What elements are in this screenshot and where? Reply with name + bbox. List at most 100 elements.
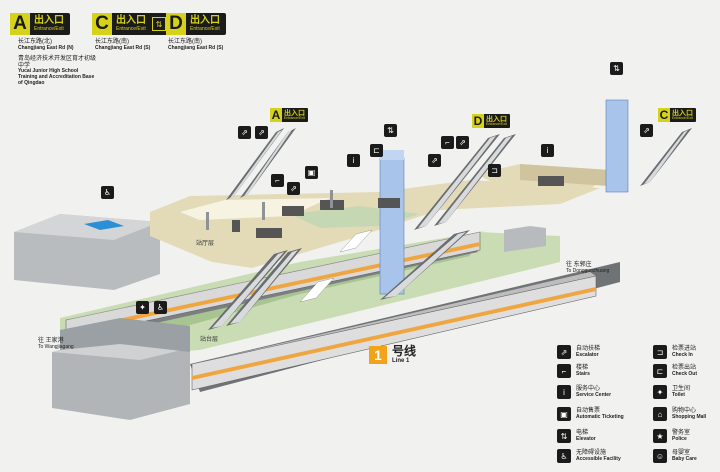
legend-label-en: Escalator bbox=[576, 351, 599, 358]
legend-label-cn: 楼梯 bbox=[576, 364, 589, 371]
legend-label-en: Check Out bbox=[672, 370, 698, 377]
direction-right: 往 东郭庄 To Dongguozhuang bbox=[566, 262, 609, 274]
line-badge: 1 号线 Line 1 bbox=[369, 345, 416, 364]
legend-label-cn: 服务中心 bbox=[576, 385, 601, 392]
ticket-area bbox=[84, 220, 124, 230]
exit-c-info: 长江东路(南) Changjiang East Rd (S) bbox=[95, 39, 150, 52]
exit-title-en: Entrance/Exit bbox=[34, 26, 64, 32]
exit-letter: C bbox=[658, 108, 670, 122]
direction-left-cn: 往 王家港 bbox=[38, 338, 64, 344]
ticketing-icon: ▣ bbox=[305, 166, 318, 179]
baby-care-icon: ☺ bbox=[653, 449, 667, 463]
service-center-icon: i bbox=[347, 154, 360, 167]
legend-label-cn: 无障碍设施 bbox=[576, 449, 607, 456]
exit-title-cn: 出入口 bbox=[672, 109, 693, 117]
legend-label-cn: 自动扶梯 bbox=[576, 345, 601, 352]
service-center-icon: i bbox=[541, 144, 554, 157]
legend-label-en: Toilet bbox=[672, 391, 685, 398]
exit-a-info: 长江东路(北) Changjiang East Rd (N) 青岛经济技术开发区… bbox=[18, 39, 98, 87]
legend-label-cn: 检票出站 bbox=[672, 364, 697, 371]
exit-d-info: 长江东路(南) Changjiang East Rd (S) bbox=[168, 39, 223, 52]
service-center-icon: i bbox=[557, 385, 571, 399]
escalator-icon: ⇗ bbox=[238, 126, 251, 139]
check-out-icon: ⊏ bbox=[653, 364, 667, 378]
legend-label-cn: 购物中心 bbox=[672, 407, 697, 414]
legend-label-cn: 卫生间 bbox=[672, 385, 691, 392]
escalator-icon: ⇗ bbox=[255, 126, 268, 139]
legend-label-cn: 电梯 bbox=[576, 429, 589, 436]
exit-title-cn: 出入口 bbox=[284, 109, 305, 117]
exit-letter: C bbox=[92, 13, 112, 35]
accessible-icon: ♿ bbox=[154, 301, 167, 314]
accessible-icon: ♿ bbox=[101, 186, 114, 199]
legend-label-en: Shopping Mall bbox=[672, 413, 707, 420]
legend-label-en: Automatic Ticketing bbox=[576, 413, 624, 420]
exit-title-en: Entrance/Exit bbox=[486, 121, 507, 126]
elevator-icon: ⇅ bbox=[384, 124, 397, 137]
exit-extra-cn: 青岛经济技术开发区育才初级中学 bbox=[18, 55, 97, 69]
legend-label-cn: 母婴室 bbox=[672, 449, 691, 456]
exit-d-header: D 出入口 Entrance/Exit bbox=[166, 13, 226, 35]
scene-exit-c: C 出入口 Entrance/Exit bbox=[658, 108, 696, 122]
exit-letter: A bbox=[270, 108, 282, 122]
train-lower bbox=[191, 272, 597, 391]
direction-right-cn: 往 东郭庄 bbox=[566, 262, 592, 268]
exit-title-cn: 出入口 bbox=[116, 15, 146, 26]
exit-title-en: Entrance/Exit bbox=[190, 26, 220, 32]
exit-letter: A bbox=[10, 13, 30, 35]
exit-road-en: Changjiang East Rd (S) bbox=[168, 44, 224, 51]
platform-building bbox=[52, 340, 190, 420]
stairs-icon: ⌐ bbox=[557, 364, 571, 378]
escalator-icon: ⇗ bbox=[428, 154, 441, 167]
legend-label-en: Check In bbox=[672, 351, 693, 358]
exit-road-en: Changjiang East Rd (N) bbox=[18, 44, 74, 51]
legend-label-cn: 警务室 bbox=[672, 429, 691, 436]
elevator-icon: ⇅ bbox=[610, 62, 623, 75]
exit-road-en: Changjiang East Rd (S) bbox=[95, 44, 151, 51]
exit-title-cn: 出入口 bbox=[190, 15, 220, 26]
line-name-cn: 号线 bbox=[392, 344, 417, 358]
stairs-icon: ⌐ bbox=[271, 174, 284, 187]
exit-title-cn: 出入口 bbox=[486, 115, 507, 123]
shopping-mall-icon: ⌂ bbox=[653, 407, 667, 421]
legend-label-en: Baby Care bbox=[672, 455, 697, 462]
exit-letter: D bbox=[472, 114, 484, 128]
police-icon: ★ bbox=[653, 429, 667, 443]
check-out-icon: ⊏ bbox=[370, 144, 383, 157]
line-name-en: Line 1 bbox=[392, 358, 410, 364]
exit-c-header: C 出入口 Entrance/Exit ⇅ bbox=[92, 13, 172, 35]
check-in-icon: ⊐ bbox=[488, 164, 501, 177]
platform-level-label: 站台层 bbox=[200, 337, 219, 343]
legend-label-cn: 自动售票 bbox=[576, 407, 601, 414]
legend-label-cn: 检票进站 bbox=[672, 345, 697, 352]
concourse-level-label: 站厅层 bbox=[196, 241, 215, 247]
exit-road-cn: 长江东路(南) bbox=[95, 39, 129, 45]
exit-letter: D bbox=[166, 13, 186, 35]
scene-exit-a: A 出入口 Entrance/Exit bbox=[270, 108, 308, 122]
ticketing-icon: ▣ bbox=[557, 407, 571, 421]
exit-road-cn: 长江东路(南) bbox=[168, 39, 202, 45]
escalator-icon: ⇗ bbox=[287, 182, 300, 195]
exit-a-header: A 出入口 Entrance/Exit bbox=[10, 13, 70, 35]
stairs-icon: ⌐ bbox=[441, 136, 454, 149]
legend-label-en: Stairs bbox=[576, 370, 590, 377]
direction-left: 往 王家港 To Wangjiagang bbox=[38, 338, 74, 350]
elevator-shaft-right bbox=[605, 99, 629, 193]
exit-road-cn: 长江东路(北) bbox=[18, 39, 52, 45]
accessible-icon: ♿ bbox=[557, 449, 571, 463]
direction-left-en: To Wangjiagang bbox=[38, 343, 74, 350]
escalator-icon: ⇗ bbox=[456, 136, 469, 149]
line-number: 1 bbox=[369, 345, 387, 364]
check-in-icon: ⊐ bbox=[653, 345, 667, 359]
